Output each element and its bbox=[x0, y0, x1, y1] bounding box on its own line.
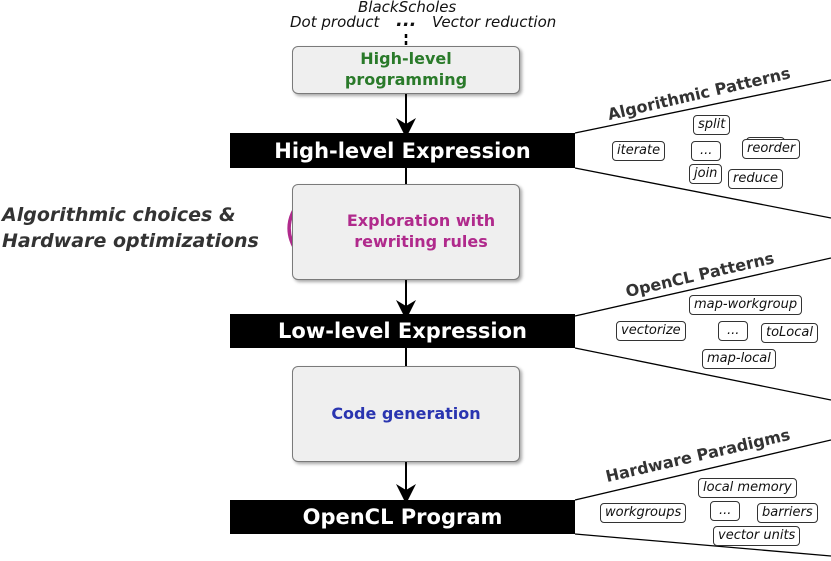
opencl-program-bar: OpenCL Program bbox=[230, 500, 575, 534]
pattern-reorder: reorder bbox=[742, 139, 801, 159]
pattern-ellipsis: ... bbox=[691, 141, 722, 161]
exploration-label: Exploration with rewriting rules bbox=[346, 211, 496, 251]
fan-line-alg-top bbox=[574, 79, 831, 134]
low-level-expression-bar: Low-level Expression bbox=[230, 314, 575, 348]
pattern-map-local: map-local bbox=[702, 349, 776, 369]
exploration-box: Exploration with rewriting rules bbox=[292, 184, 520, 280]
pattern-tolocal: toLocal bbox=[761, 323, 818, 343]
fan-line-hw-bottom bbox=[574, 533, 831, 557]
paradigm-local-memory: local memory bbox=[698, 478, 797, 498]
pattern-split: split bbox=[693, 115, 731, 135]
paradigm-vector-units: vector units bbox=[713, 526, 801, 546]
paradigm-ellipsis: ... bbox=[710, 501, 741, 521]
fan-line-ocl-top bbox=[574, 257, 831, 317]
pattern-map-workgroup: map-workgroup bbox=[689, 295, 803, 315]
side-label-line-1: Algorithmic choices & bbox=[2, 204, 236, 226]
input-blackscholes: BlackScholes bbox=[358, 0, 457, 16]
pattern-reduce: reduce bbox=[728, 169, 783, 189]
fan-line-hw-top bbox=[574, 439, 831, 501]
paradigm-barriers: barriers bbox=[757, 503, 818, 523]
pattern-vectorize: vectorize bbox=[616, 321, 686, 341]
input-vector-reduction: Vector reduction bbox=[432, 13, 557, 31]
code-generation-label: Code generation bbox=[331, 403, 481, 423]
side-label: Algorithmic choices & Hardware optimizat… bbox=[2, 203, 259, 254]
code-generation-box: Code generation bbox=[292, 366, 520, 462]
pattern-ocl-ellipsis: ... bbox=[718, 321, 749, 341]
pattern-iterate: iterate bbox=[612, 141, 666, 161]
input-dot-product: Dot product bbox=[290, 13, 380, 31]
pattern-join: join bbox=[689, 164, 723, 184]
side-label-line-2: Hardware optimizations bbox=[2, 229, 259, 252]
paradigm-workgroups: workgroups bbox=[600, 503, 687, 523]
input-ellipsis: ... bbox=[396, 10, 417, 31]
high-level-expression-bar: High-level Expression bbox=[230, 133, 575, 168]
fan-line-ocl-bottom bbox=[574, 347, 831, 401]
high-level-programming-label: High-level programming bbox=[344, 49, 468, 89]
high-level-programming-box: High-level programming bbox=[292, 46, 520, 94]
fan-line-alg-bottom bbox=[574, 167, 831, 219]
